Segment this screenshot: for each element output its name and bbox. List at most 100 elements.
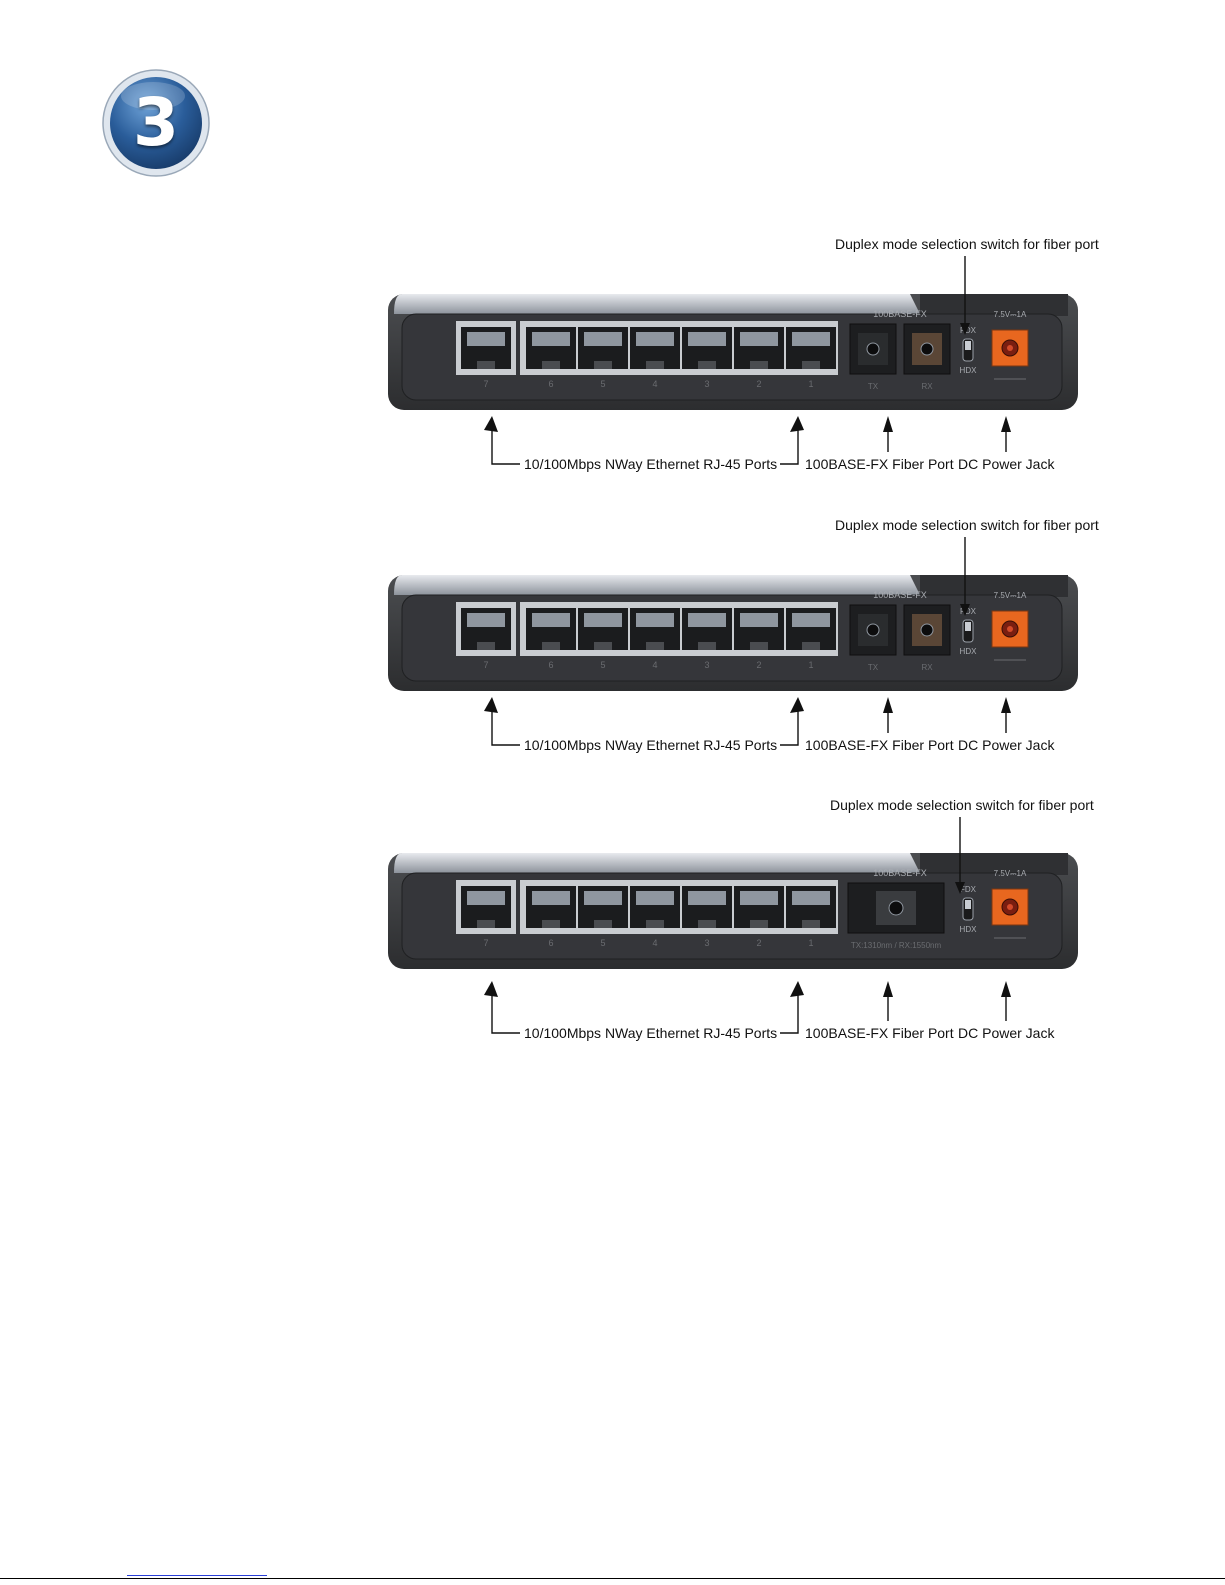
fiber-arrowhead	[883, 981, 893, 997]
port-number: 6	[548, 938, 553, 948]
power-jack-pin	[1007, 345, 1013, 351]
port-number: 2	[756, 938, 761, 948]
fiber-port-name: RX	[921, 663, 933, 672]
footer-link-underline	[127, 1575, 267, 1576]
device-top-dark	[920, 575, 1068, 597]
port-number: 5	[600, 660, 605, 670]
fiber-port-label: 100BASE-FX Fiber Port	[805, 737, 954, 753]
ethernet-callout-left	[491, 705, 520, 746]
rj45-port-contacts	[467, 891, 505, 905]
rj45-port-contacts	[740, 891, 778, 905]
port-number: 4	[652, 660, 657, 670]
port-number: 5	[600, 938, 605, 948]
rj45-port-latch	[542, 920, 560, 928]
ethernet-ports-label: 10/100Mbps NWay Ethernet RJ-45 Ports	[524, 737, 778, 753]
port-number: 7	[483, 938, 488, 948]
rj45-port-latch	[750, 920, 768, 928]
rj45-port-latch	[646, 920, 664, 928]
port-number: 2	[756, 379, 761, 389]
duplex-toggle-lever	[965, 622, 971, 631]
rj45-port-latch	[594, 361, 612, 369]
rj45-port-contacts	[584, 613, 622, 627]
ethernet-arrowhead-right	[790, 697, 804, 713]
fdx-label: FDX	[960, 885, 977, 894]
rj45-port-contacts	[792, 332, 830, 346]
fiber-port-label: 100BASE-FX Fiber Port	[805, 1025, 954, 1041]
power-jack-label: DC Power Jack	[958, 456, 1055, 472]
step-number-badge: 3	[101, 68, 211, 178]
fiber-ferrule	[920, 342, 934, 356]
fiber-panel-label: 100BASE-FX	[873, 309, 927, 319]
rj45-port-contacts	[792, 891, 830, 905]
port-number: 7	[483, 379, 488, 389]
device-top-dark	[920, 853, 1068, 875]
rj45-port-latch	[542, 642, 560, 650]
rj45-port-contacts	[740, 613, 778, 627]
power-jack-pin	[1007, 904, 1013, 910]
rj45-port-latch	[698, 642, 716, 650]
switch-rear-diagram-3: Duplex mode selection switch for fiber p…	[380, 797, 1120, 1057]
ethernet-ports-label: 10/100Mbps NWay Ethernet RJ-45 Ports	[524, 1025, 778, 1041]
device-top-dark	[920, 294, 1068, 316]
rj45-port-contacts	[532, 613, 570, 627]
port-number: 4	[652, 938, 657, 948]
power-rating-label: 7.5V⎓1A	[994, 869, 1027, 878]
step-number: 3	[133, 84, 179, 161]
rj45-port-contacts	[532, 332, 570, 346]
port-number: 2	[756, 660, 761, 670]
port-number: 1	[808, 660, 813, 670]
ethernet-arrowhead-right	[790, 981, 804, 997]
fiber-ferrule	[920, 623, 934, 637]
power-jack-label: DC Power Jack	[958, 737, 1055, 753]
page-bottom-rule	[0, 1578, 1225, 1579]
port-number: 3	[704, 379, 709, 389]
power-jack-pin	[1007, 626, 1013, 632]
rj45-port-contacts	[688, 891, 726, 905]
port-number: 1	[808, 379, 813, 389]
fiber-port-name: RX	[921, 382, 933, 391]
hdx-label: HDX	[960, 366, 978, 375]
fiber-arrowhead	[883, 416, 893, 432]
fiber-panel-label: 100BASE-FX	[873, 868, 927, 878]
power-jack-label: DC Power Jack	[958, 1025, 1055, 1041]
fiber-ferrule	[888, 900, 904, 916]
fdx-label: FDX	[960, 326, 977, 335]
fiber-port-name: TX	[868, 663, 879, 672]
rj45-port-contacts	[467, 332, 505, 346]
fiber-arrowhead	[883, 697, 893, 713]
ethernet-ports-label: 10/100Mbps NWay Ethernet RJ-45 Ports	[524, 456, 778, 472]
fiber-port-name: TX	[868, 382, 879, 391]
device-top-bevel	[394, 294, 920, 314]
fdx-label: FDX	[960, 607, 977, 616]
duplex-toggle-lever	[965, 900, 971, 909]
fiber-panel-label: 100BASE-FX	[873, 590, 927, 600]
port-number: 7	[483, 660, 488, 670]
rj45-port-latch	[750, 642, 768, 650]
rj45-port-contacts	[467, 613, 505, 627]
ethernet-callout-left	[491, 989, 520, 1034]
rj45-port-contacts	[584, 891, 622, 905]
power-jack-housing	[991, 888, 1029, 926]
rj45-port-latch	[698, 361, 716, 369]
duplex-callout-arrowhead	[955, 882, 965, 894]
switch-rear-diagram-1: Duplex mode selection switch for fiber p…	[380, 236, 1120, 496]
step-badge-circle	[102, 69, 210, 177]
power-arrowhead	[1001, 981, 1011, 997]
rj45-port-latch	[750, 361, 768, 369]
duplex-callout-arrowhead	[960, 323, 970, 335]
duplex-switch-label: Duplex mode selection switch for fiber p…	[830, 797, 1094, 813]
rj45-port-contacts	[636, 332, 674, 346]
power-arrowhead	[1001, 697, 1011, 713]
hdx-label: HDX	[960, 925, 978, 934]
rj45-port-contacts	[584, 332, 622, 346]
power-rating-label: 7.5V⎓1A	[994, 591, 1027, 600]
port-number: 6	[548, 379, 553, 389]
rj45-port-contacts	[688, 613, 726, 627]
device-top-bevel	[394, 575, 920, 595]
power-arrowhead	[1001, 416, 1011, 432]
ethernet-callout-right	[780, 424, 799, 465]
rj45-port-contacts	[636, 613, 674, 627]
